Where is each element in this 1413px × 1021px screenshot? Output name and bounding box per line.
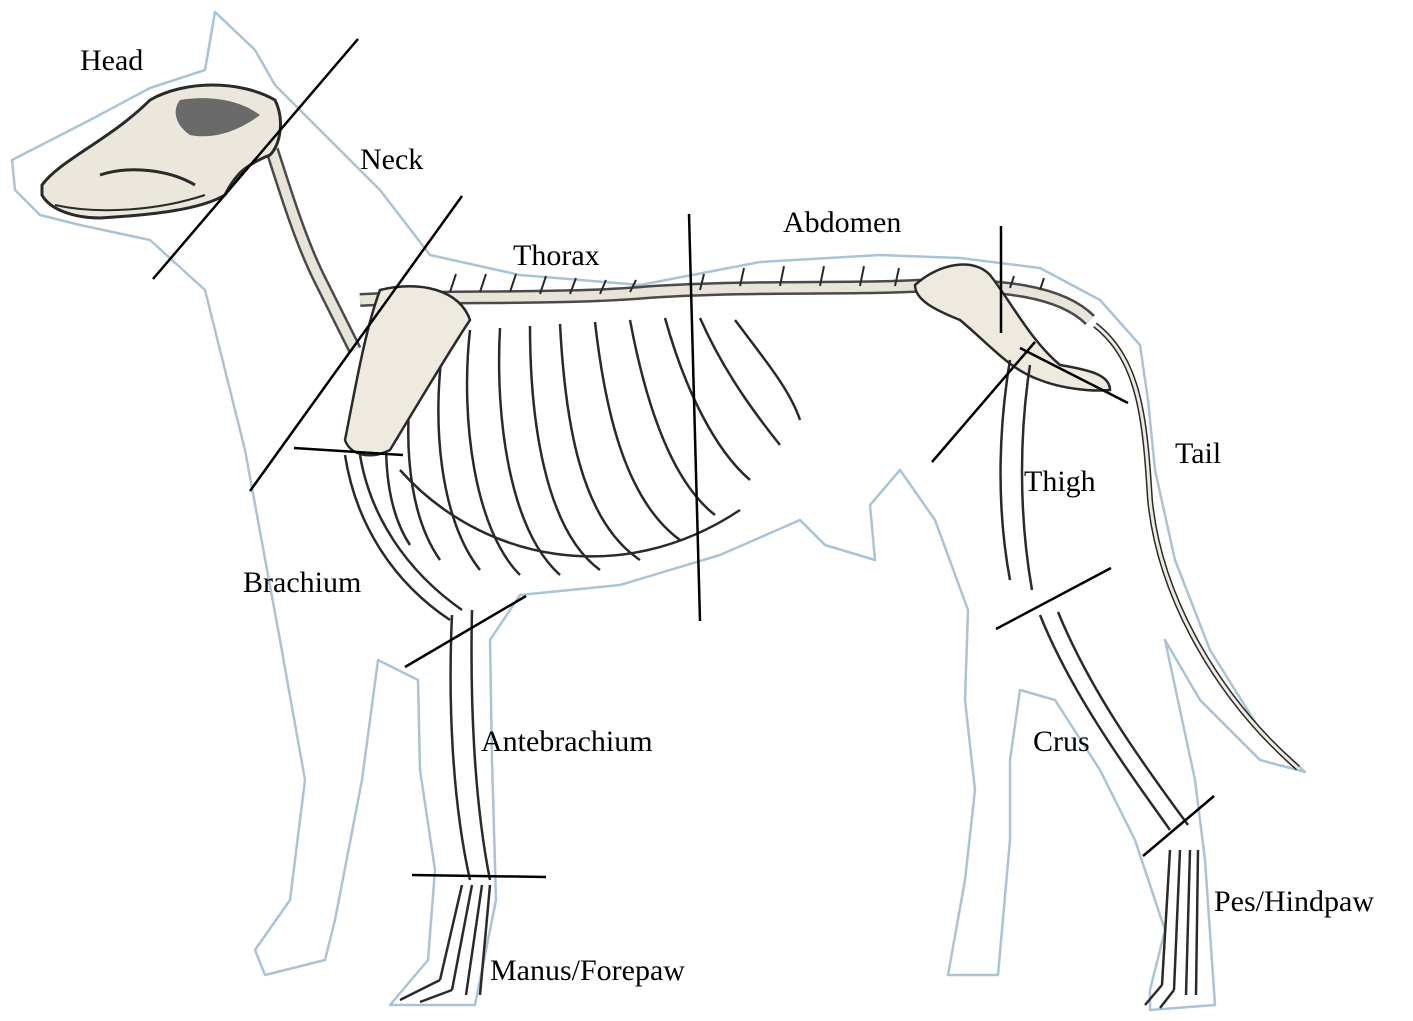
label-brachium: Brachium xyxy=(243,568,361,598)
label-head: Head xyxy=(80,46,143,76)
label-thorax: Thorax xyxy=(513,241,600,271)
label-neck: Neck xyxy=(360,145,423,175)
divider-carpus xyxy=(412,875,546,877)
tail-vertebrae xyxy=(1095,325,1298,768)
label-abdomen: Abdomen xyxy=(783,208,901,238)
divider-stifle xyxy=(996,568,1111,629)
label-manus-forepaw: Manus/Forepaw xyxy=(490,956,685,986)
label-antebrachium: Antebrachium xyxy=(481,727,653,757)
label-pes-hindpaw: Pes/Hindpaw xyxy=(1214,887,1374,917)
divider-hip xyxy=(932,342,1035,462)
label-thigh: Thigh xyxy=(1024,467,1096,497)
forelimb-bones xyxy=(345,455,490,1002)
hindlimb-bones xyxy=(1001,360,1198,1008)
divider-elbow xyxy=(405,596,526,667)
label-crus: Crus xyxy=(1033,727,1090,757)
label-tail: Tail xyxy=(1175,439,1221,469)
skull xyxy=(42,85,280,218)
